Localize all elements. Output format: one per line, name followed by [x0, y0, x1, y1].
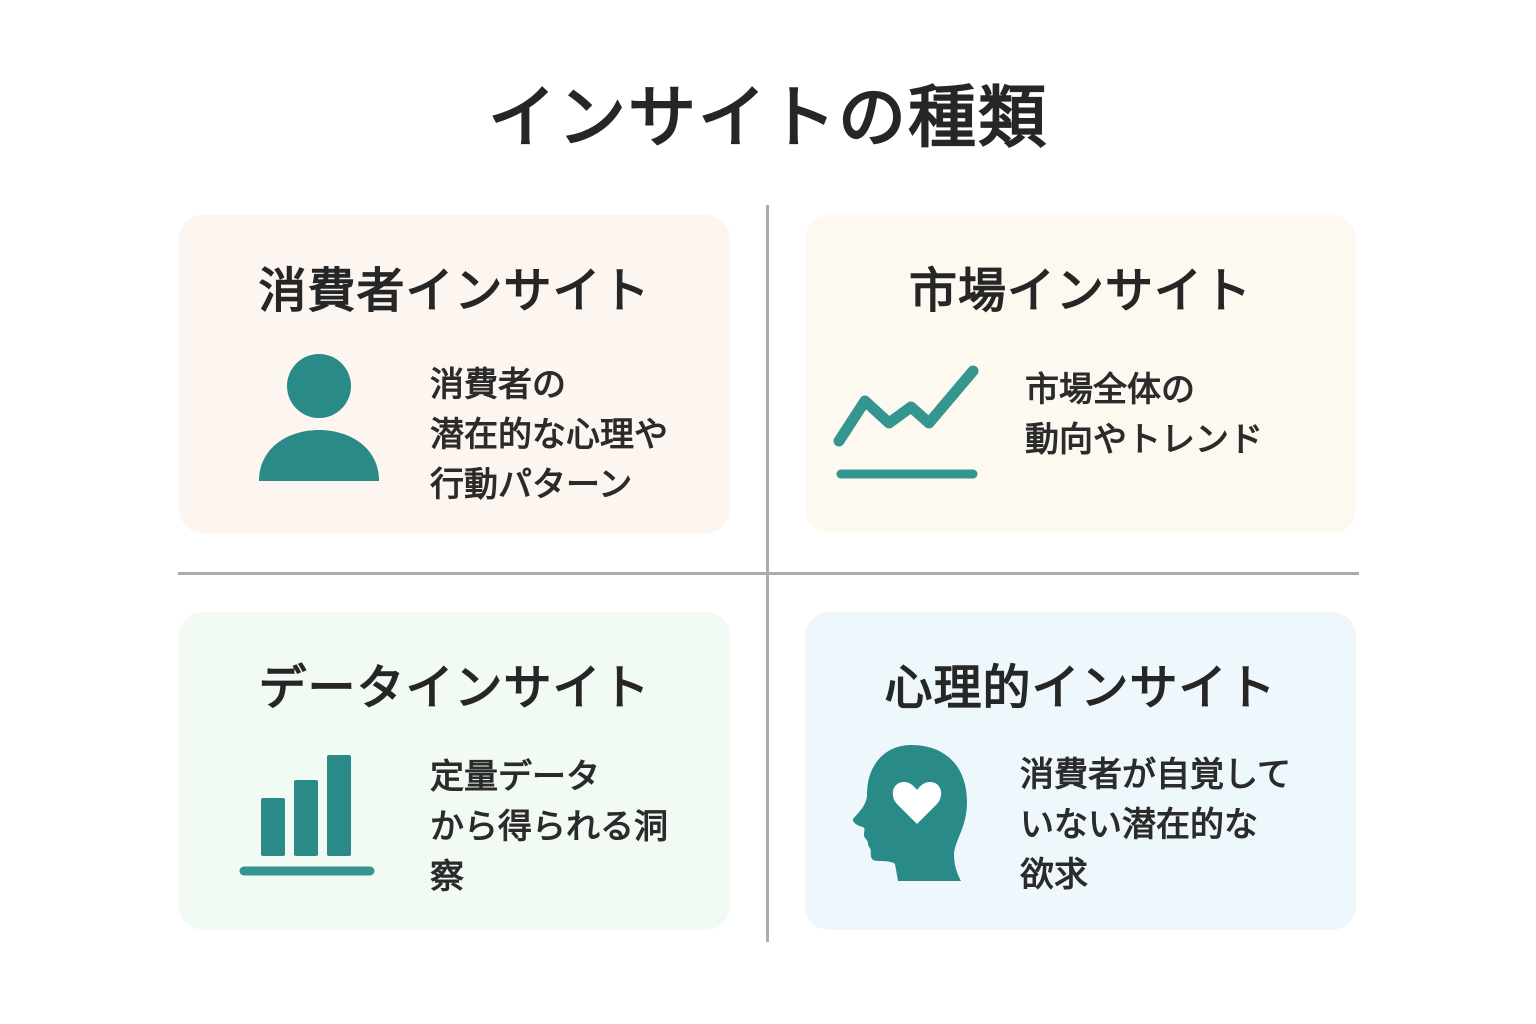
desc-line: 欲求 — [1020, 855, 1088, 895]
desc-line: 消費者の — [430, 365, 566, 405]
desc-line: 潜在的な心理や — [430, 415, 668, 455]
horizontal-divider — [178, 572, 1359, 575]
card-description: 定量データ から得られる洞 察 — [430, 752, 668, 902]
card-description: 消費者の 潜在的な心理や 行動パターン — [430, 360, 668, 510]
card-consumer-insight: 消費者インサイト 消費者の 潜在的な心理や 行動パターン — [179, 215, 730, 533]
person-icon — [259, 354, 379, 481]
desc-line: いない潜在的な — [1020, 805, 1258, 845]
trend-line-icon — [833, 365, 979, 479]
desc-line: 市場全体の — [1025, 370, 1195, 410]
card-data-insight: データインサイト 定量データ から得られる洞 察 — [179, 612, 730, 930]
card-market-insight: 市場インサイト 市場全体の 動向やトレンド — [805, 215, 1356, 533]
desc-line: から得られる洞 — [430, 807, 668, 847]
desc-line: 行動パターン — [430, 465, 633, 505]
card-description: 消費者が自覚して いない潜在的な 欲求 — [1020, 750, 1291, 900]
head-heart-icon — [852, 745, 967, 881]
desc-line: 察 — [430, 857, 464, 897]
card-description: 市場全体の 動向やトレンド — [1025, 365, 1263, 465]
card-psychological-insight: 心理的インサイト 消費者が自覚して いない潜在的な 欲求 — [805, 612, 1356, 930]
desc-line: 動向やトレンド — [1025, 420, 1263, 460]
page-title: インサイトの種類 — [487, 79, 1048, 158]
card-heading: 心理的インサイト — [884, 660, 1277, 716]
card-heading: 市場インサイト — [908, 263, 1252, 319]
bar-chart-icon — [239, 755, 375, 876]
desc-line: 定量データ — [430, 757, 600, 797]
desc-line: 消費者が自覚して — [1020, 755, 1291, 795]
card-heading: 消費者インサイト — [258, 263, 651, 319]
card-heading: データインサイト — [258, 660, 651, 716]
